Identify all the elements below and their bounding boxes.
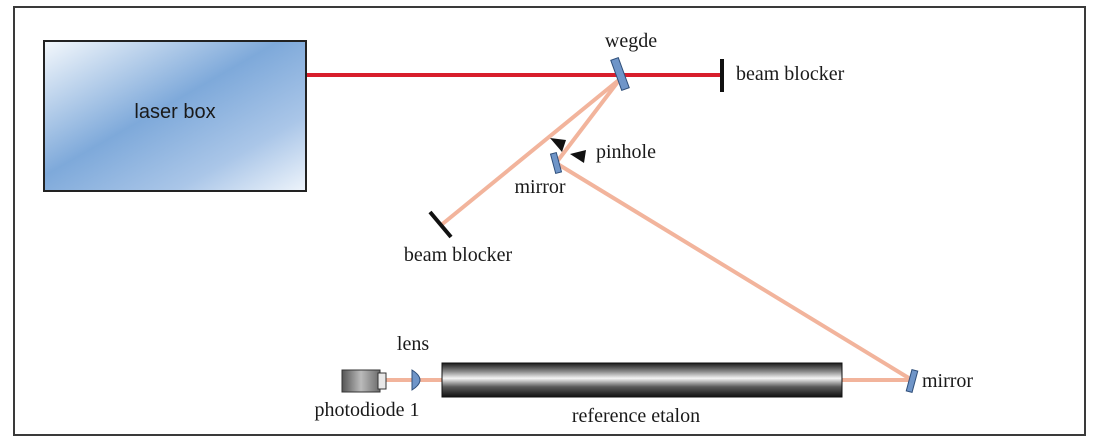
mirror-bottom — [905, 368, 919, 394]
laser-box — [43, 40, 307, 192]
beam-blocker-left — [428, 210, 453, 239]
lens-label: lens — [397, 333, 429, 355]
laser-box-label: laser box — [134, 101, 215, 123]
mirror-top — [549, 151, 563, 175]
reflected-beams — [386, 77, 914, 382]
beam-blocker-left-label: beam blocker — [404, 244, 513, 266]
beam-wedge-to-left-blocker — [438, 77, 622, 228]
reference-etalon — [441, 362, 843, 398]
photodiode-label: photodiode 1 — [315, 399, 420, 421]
beam-wedge-to-mirror-top — [554, 77, 622, 165]
reference-etalon-label: reference etalon — [572, 405, 700, 427]
photodiode — [341, 369, 387, 393]
wedge-optic — [610, 56, 630, 92]
beam-blocker-right-label: beam blocker — [736, 63, 845, 85]
pinhole — [550, 138, 586, 163]
pinhole-label: pinhole — [596, 141, 656, 163]
mirror-bottom-label: mirror — [922, 370, 973, 392]
beam-mirror-top-to-mirror-bottom — [554, 161, 914, 382]
lens — [411, 369, 421, 391]
wedge-label: wegde — [605, 30, 657, 52]
mirror-top-label: mirror — [514, 176, 565, 198]
